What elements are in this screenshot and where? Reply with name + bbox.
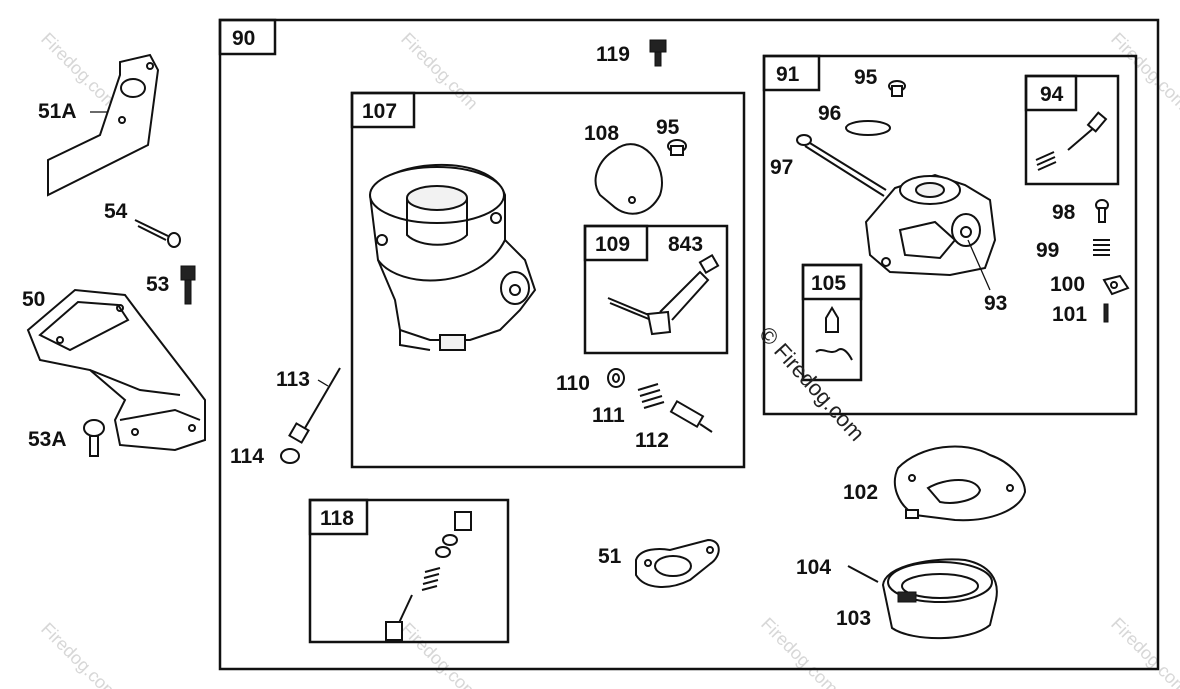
shaft-97-part xyxy=(796,134,887,197)
bolt-119-part xyxy=(649,39,667,67)
label-93: 93 xyxy=(984,292,1007,315)
box-118 xyxy=(308,498,510,644)
screw-95-part xyxy=(667,139,687,156)
box-90-label: 90 xyxy=(232,27,255,50)
box-843-label: 843 xyxy=(668,233,703,256)
box-109-label: 109 xyxy=(595,233,630,256)
label-99: 99 xyxy=(1036,239,1059,262)
bolt-53a-part xyxy=(83,419,105,457)
label-100: 100 xyxy=(1050,273,1085,296)
screw-98-part xyxy=(1095,199,1109,223)
watermark-text: Firedog.com xyxy=(37,619,122,689)
screw-54-part xyxy=(134,219,181,248)
box-118-tag xyxy=(308,498,369,536)
box-109 xyxy=(583,224,729,355)
label-108: 108 xyxy=(584,122,619,145)
plate-102-part xyxy=(893,445,1027,522)
box-107-tag xyxy=(350,91,416,129)
diaphragm-108-part xyxy=(594,143,663,215)
label-53a: 53A xyxy=(28,428,67,451)
label-113: 113 xyxy=(276,368,310,391)
box-90 xyxy=(218,18,1160,671)
label-114: 114 xyxy=(230,445,264,468)
box-105-label: 105 xyxy=(811,272,846,295)
watermark-text: Firedog.com xyxy=(397,29,482,114)
carburetor-upper-93-part xyxy=(864,173,997,277)
spring-111-part xyxy=(637,383,665,409)
bolt-53-part xyxy=(180,265,196,305)
watermark-text: Firedog.com xyxy=(757,614,842,689)
label-51: 51 xyxy=(598,545,622,568)
box-91-tag xyxy=(762,54,821,92)
box-94-label: 94 xyxy=(1040,83,1064,106)
box-90-tag xyxy=(218,18,277,56)
label-112: 112 xyxy=(635,429,669,452)
intake-elbow-50-part xyxy=(26,288,206,452)
disc-96-part xyxy=(845,120,891,136)
idle-screw-94-part xyxy=(1035,111,1108,171)
label-95-b: 95 xyxy=(854,66,878,89)
box-107 xyxy=(350,91,746,469)
box-91 xyxy=(762,54,1138,416)
box-107-label: 107 xyxy=(362,100,397,123)
box-118-label: 118 xyxy=(320,507,354,530)
gasket-51-part xyxy=(635,538,720,588)
box-109-tag xyxy=(583,224,649,262)
adjust-kit-118-part xyxy=(385,511,472,641)
float-bowl-103-part xyxy=(881,558,998,640)
label-103: 103 xyxy=(836,607,871,630)
screw-95-b-part xyxy=(888,80,906,97)
label-98: 98 xyxy=(1052,201,1076,224)
label-54: 54 xyxy=(104,200,128,223)
watermark-text: Firedog.com xyxy=(397,619,482,689)
gasket-51a-part xyxy=(47,53,160,197)
box-91-label: 91 xyxy=(776,63,800,86)
carburetor-body-107-part xyxy=(368,164,537,351)
float-assembly-109-part xyxy=(607,253,720,336)
washer-110-part xyxy=(607,368,625,388)
pin-101-part xyxy=(1103,303,1109,323)
label-102: 102 xyxy=(843,481,878,504)
needle-seat-105-part xyxy=(815,306,853,361)
box-94-tag xyxy=(1024,74,1078,112)
label-110: 110 xyxy=(556,372,590,395)
oring-114-part xyxy=(280,448,300,464)
box-105-tag xyxy=(801,263,863,301)
label-111: 111 xyxy=(592,404,625,427)
needle-113-part xyxy=(288,367,341,444)
label-97: 97 xyxy=(770,156,793,179)
label-50: 50 xyxy=(22,288,45,311)
needle-screw-112-part xyxy=(669,399,713,433)
clip-100-part xyxy=(1102,274,1130,296)
watermark-text: Firedog.com xyxy=(1107,614,1180,689)
label-119: 119 xyxy=(596,43,630,66)
pin-104-part xyxy=(847,565,879,583)
label-53: 53 xyxy=(146,273,169,296)
spring-99-part xyxy=(1093,239,1110,256)
label-101: 101 xyxy=(1052,303,1087,326)
label-104: 104 xyxy=(796,556,831,579)
label-96: 96 xyxy=(818,102,841,125)
label-95-a: 95 xyxy=(656,116,680,139)
label-51a: 51A xyxy=(38,100,77,123)
watermark-main: © Firedog.com xyxy=(754,322,869,446)
